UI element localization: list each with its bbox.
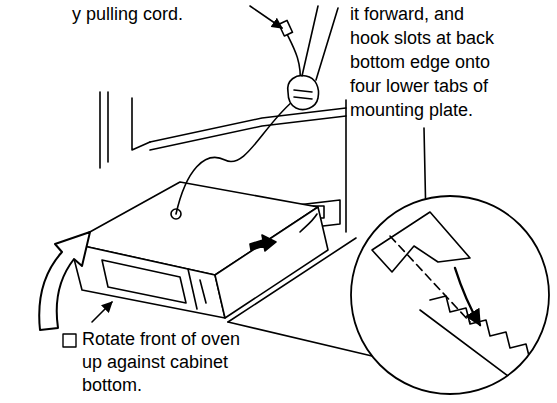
cord-plug: [279, 20, 293, 36]
cabinet-edge: [107, 92, 109, 162]
power-cord: [176, 102, 292, 214]
hand-fingers: [294, 90, 312, 99]
oven-side: [215, 207, 328, 318]
detail-circle: [351, 196, 549, 394]
arm: [302, 6, 338, 80]
zoom-line: [228, 238, 356, 322]
hand: [288, 76, 319, 110]
checkbox: [63, 334, 76, 347]
hook-arrow: [455, 268, 480, 325]
instruction-text: y pulling cord.: [72, 2, 183, 26]
cabinet-bottom: [150, 108, 346, 142]
instruction-text: Rotate front of oven up against cabinet …: [82, 328, 254, 397]
oven-window: [102, 260, 186, 303]
cabinet-bottom: [150, 116, 346, 150]
instruction-text: it forward, and hook slots at back botto…: [350, 2, 502, 122]
oven-front: [70, 243, 225, 318]
oven-back-edge: [372, 212, 470, 272]
leader-line: [250, 6, 282, 28]
zoom-line: [228, 322, 372, 356]
oven-handle: [200, 280, 206, 303]
power-cord: [300, 214, 317, 232]
cabinet-edge: [99, 92, 101, 168]
leader-line: [92, 302, 112, 322]
plate-tabs: [430, 296, 546, 360]
wall-edge: [345, 100, 347, 232]
cabinet-door: [132, 98, 150, 150]
oven-door-edge: [188, 269, 197, 309]
push-arrow: [250, 235, 276, 251]
rotate-arrow: [39, 232, 90, 330]
